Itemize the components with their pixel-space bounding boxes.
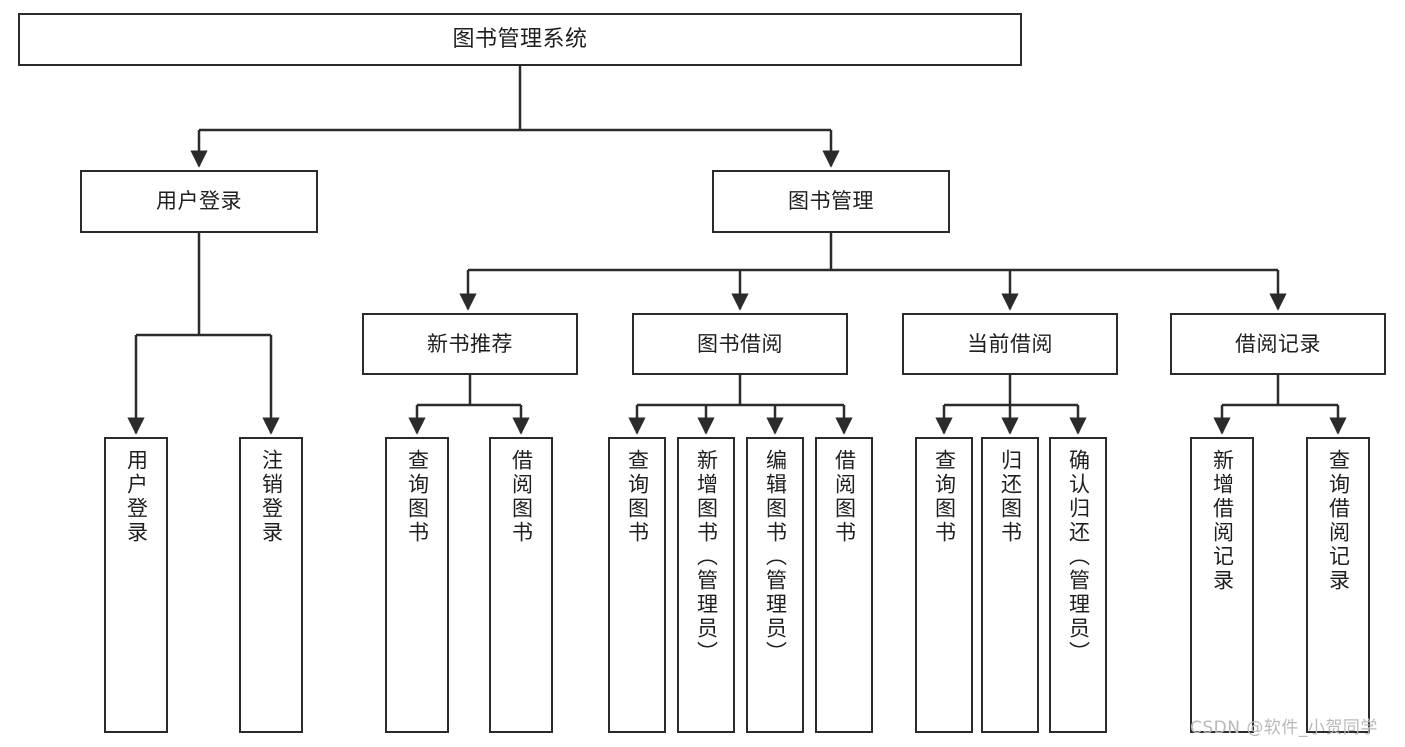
node-label: 借阅图书 [509, 449, 534, 545]
node-label: 查询图书 [625, 449, 650, 545]
node-label: 图书借阅 [697, 331, 783, 356]
node-label: 新书推荐 [427, 331, 513, 356]
node-label: 新增图书（管理员） [694, 449, 719, 665]
leaf-query-book-rec[interactable]: 查询图书 [385, 437, 449, 733]
node-label: 图书管理 [788, 189, 874, 214]
node-new-book-rec[interactable]: 新书推荐 [362, 313, 578, 375]
node-label: 注销登录 [259, 449, 284, 545]
node-book-borrow[interactable]: 图书借阅 [632, 313, 848, 375]
node-label: 查询图书 [405, 449, 430, 545]
node-label: 归还图书 [998, 449, 1023, 545]
node-book-manage[interactable]: 图书管理 [712, 170, 950, 233]
csdn-watermark: CSDN @软件_小贺同学 [1190, 718, 1378, 738]
node-label: 借阅图书 [832, 449, 857, 545]
node-user-login[interactable]: 用户登录 [80, 170, 318, 233]
node-label: 确认归还（管理员） [1066, 449, 1091, 665]
node-borrow-record[interactable]: 借阅记录 [1170, 313, 1386, 375]
leaf-borrow-book-rec[interactable]: 借阅图书 [489, 437, 553, 733]
node-label: 用户登录 [124, 449, 149, 545]
node-label: 查询借阅记录 [1326, 449, 1351, 593]
node-current-borrow[interactable]: 当前借阅 [902, 313, 1118, 375]
leaf-add-borrow-record[interactable]: 新增借阅记录 [1190, 437, 1254, 733]
leaf-logout-login[interactable]: 注销登录 [239, 437, 303, 733]
leaf-query-book-current[interactable]: 查询图书 [915, 437, 973, 733]
leaf-return-book[interactable]: 归还图书 [981, 437, 1039, 733]
leaf-borrow-book-borrow[interactable]: 借阅图书 [815, 437, 873, 733]
node-label: 编辑图书（管理员） [763, 449, 788, 665]
node-label: 新增借阅记录 [1210, 449, 1235, 593]
node-label: 当前借阅 [967, 331, 1053, 356]
node-label: 用户登录 [156, 189, 242, 214]
node-label: 查询图书 [932, 449, 957, 545]
leaf-query-book-borrow[interactable]: 查询图书 [608, 437, 666, 733]
leaf-query-borrow-record[interactable]: 查询借阅记录 [1306, 437, 1370, 733]
node-root-system[interactable]: 图书管理系统 [18, 13, 1022, 66]
node-label: 借阅记录 [1235, 331, 1321, 356]
leaf-user-login[interactable]: 用户登录 [104, 437, 168, 733]
leaf-confirm-return-admin[interactable]: 确认归还（管理员） [1049, 437, 1107, 733]
leaf-add-book-admin[interactable]: 新增图书（管理员） [677, 437, 735, 733]
leaf-edit-book-admin[interactable]: 编辑图书（管理员） [746, 437, 804, 733]
node-label: 图书管理系统 [452, 26, 588, 52]
